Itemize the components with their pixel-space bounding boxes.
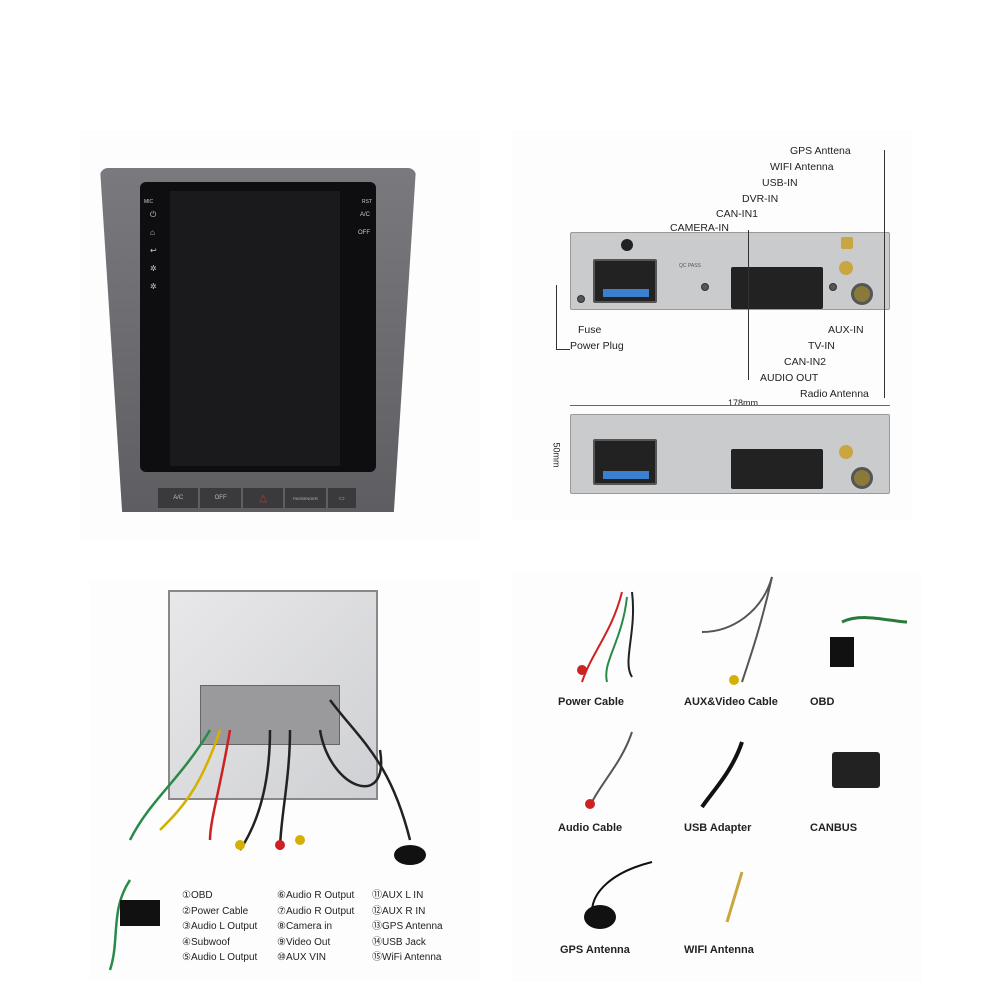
accessory-label: USB Adapter [684, 822, 752, 834]
label-can-in1: CAN-IN1 [716, 208, 759, 220]
accessory-label: AUX&Video Cable [684, 696, 778, 708]
passenger-button[interactable]: PASSENGER [285, 488, 326, 508]
fan-up-icon[interactable]: ✲ [150, 282, 157, 291]
accessory-label: GPS Antenna [560, 944, 630, 956]
hazard-icon: △ [259, 492, 267, 504]
height-dimension: 50mm [551, 442, 562, 468]
accessory-label: WIFI Antenna [684, 944, 754, 956]
rear-unit-bottom [570, 414, 890, 494]
fan-icon[interactable]: ✲ [150, 264, 157, 273]
wiring-legend-col1: ①OBD ②Power Cable ③Audio L Output ④Subwo… [182, 888, 257, 966]
wifi-antenna-port [841, 237, 853, 249]
label-aux-in: AUX-IN [828, 324, 864, 336]
label-usb-in: USB-IN [762, 177, 798, 189]
back-icon[interactable]: ↩ [150, 246, 157, 255]
accessory-photos [577, 576, 908, 929]
wiring-panel: ①OBD ②Power Cable ③Audio L Output ④Subwo… [90, 580, 480, 980]
width-dimension: 178mm [728, 398, 759, 408]
wiring-cables [108, 699, 426, 971]
legend-item: ⑫AUX R IN [372, 905, 426, 917]
label-gps-antenna: GPS Anttena [790, 145, 851, 157]
legend-item: ⑩AUX VIN [277, 952, 326, 963]
qc-pass-label: QC PASS [679, 263, 701, 269]
label-can-in2: CAN-IN2 [784, 356, 827, 368]
label-dvr-in: DVR-IN [742, 193, 779, 205]
hazard-button[interactable]: △ [242, 488, 284, 508]
legend-item: ⑭USB Jack [372, 936, 426, 948]
label-radio-antenna: Radio Antenna [800, 388, 869, 400]
legend-item: ⑦Audio R Output [277, 905, 355, 917]
rear-unit-top: QC PASS [570, 232, 890, 310]
head-unit-panel: MIC RST A/C OFF ⏻ ⌂ ↩ ✲ ✲ A/C OFF △ PASS… [80, 130, 480, 540]
accessory-label: OBD [810, 696, 835, 708]
ac-button[interactable]: A/C [158, 488, 199, 508]
accessory-label: Power Cable [558, 696, 625, 708]
legend-item: ⑧Camera in [277, 921, 333, 932]
accessories-panel: Power Cable AUX&Video Cable OBD Audio Ca… [512, 572, 922, 982]
legend-item: ③Audio L Output [182, 921, 258, 932]
head-unit-screen: MIC RST A/C OFF ⏻ ⌂ ↩ ✲ ✲ [140, 182, 376, 472]
radio-antenna-port [851, 283, 873, 305]
legend-item: ②Power Cable [182, 905, 249, 917]
rear-diagram-panel: QC PASS GPS Anttena WIFI Antenna USB-IN … [512, 130, 912, 520]
label-power-plug: Power Plug [570, 340, 624, 352]
multi-connector-block [731, 267, 823, 309]
label-wifi-antenna: WIFI Antenna [770, 161, 834, 173]
accessory-label: CANBUS [810, 822, 858, 834]
legend-item: ⑨Video Out [277, 936, 331, 948]
power-plug-connector [593, 259, 657, 303]
mic-label: MIC [144, 199, 154, 205]
label-tv-in: TV-IN [808, 340, 835, 352]
home-icon[interactable]: ⌂ [150, 228, 155, 237]
rear-defrost-button[interactable]: ▭ [327, 488, 356, 508]
wiring-legend-col3: ⑪AUX L IN ⑫AUX R IN ⑬GPS Antenna ⑭USB Ja… [372, 888, 443, 966]
wiring-legend-col2: ⑥Audio R Output ⑦Audio R Output ⑧Camera … [277, 888, 354, 966]
hard-button-row: A/C OFF △ PASSENGER ▭ [158, 488, 356, 508]
legend-item: ⑥Audio R Output [277, 890, 355, 901]
label-camera-in: CAMERA-IN [670, 222, 729, 234]
label-audio-out: AUDIO OUT [760, 372, 819, 384]
legend-item: ④Subwoof [182, 936, 230, 948]
gps-antenna-port [839, 261, 853, 275]
legend-item: ⑬GPS Antenna [372, 921, 443, 932]
off-touch-label[interactable]: OFF [358, 230, 370, 236]
off-button[interactable]: OFF [200, 488, 241, 508]
rst-label: RST [362, 199, 372, 205]
legend-item: ⑪AUX L IN [372, 890, 424, 901]
legend-item: ①OBD [182, 890, 213, 901]
power-icon[interactable]: ⏻ [150, 210, 157, 219]
ac-touch-label[interactable]: A/C [359, 212, 370, 218]
legend-item: ⑮WiFi Antenna [372, 952, 442, 963]
accessory-label: Audio Cable [558, 822, 623, 834]
legend-item: ⑤Audio L Output [182, 952, 258, 963]
label-fuse: Fuse [578, 324, 602, 336]
defrost-icon: ▭ [339, 495, 345, 502]
